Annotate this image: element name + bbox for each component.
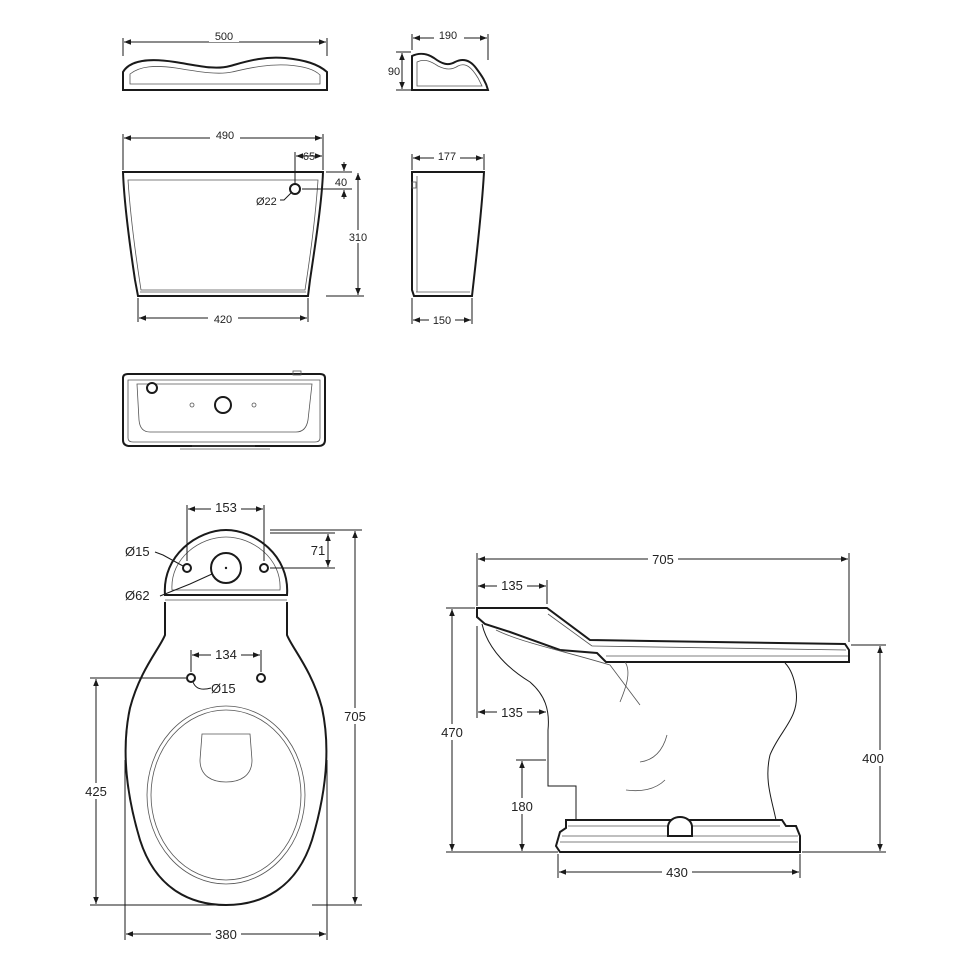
cistern-front-view: 490 65 40 Ø22 310 420 [121,129,370,326]
cistern-top-depth-label: 177 [438,151,456,163]
rear-to-fixing-label: 425 [85,784,107,799]
inlet-height-label: 470 [441,725,463,740]
base-width-label: 430 [666,865,688,880]
cistern-side-view: 177 150 [411,150,486,327]
fixing-diameter-label: Ø15 [125,544,150,559]
floor-fixing-centres-label: 134 [215,647,237,662]
fixing-centres-label: 153 [215,500,237,515]
cistern-bottom-width-label: 420 [214,314,232,326]
pan-width-label: 380 [215,927,237,942]
inlet-drop-label: 40 [335,177,347,189]
cistern-height-label: 310 [349,232,367,244]
lid-top-view: 500 [122,30,328,91]
outlet-offset-label: 71 [311,543,325,558]
inlet-projection-label: 135 [501,578,523,593]
lid-height-label: 90 [388,66,400,78]
outlet-projection-label: 135 [501,705,523,720]
inlet-offset-label: 65 [303,151,315,163]
cistern-top-width-label: 490 [216,130,234,142]
lid-width-label: 500 [215,31,233,43]
lid-side-view: 190 90 [388,29,490,91]
lid-depth-label: 190 [439,30,457,42]
cistern-plan-view [122,370,326,450]
inlet-diameter-label: Ø22 [256,196,277,208]
pan-length-label: 705 [344,709,366,724]
pan-side-view: 705 135 135 470 180 400 430 [437,552,892,880]
pan-top-view: 153 71 Ø15 Ø62 134 Ø15 705 425 [82,500,369,942]
outlet-diameter-label: Ø62 [125,588,150,603]
floor-fixing-diameter-label: Ø15 [211,681,236,696]
outlet-height-label: 180 [511,799,533,814]
cistern-bottom-depth-label: 150 [433,315,451,327]
rim-height-label: 400 [862,751,884,766]
side-length-label: 705 [652,552,674,567]
